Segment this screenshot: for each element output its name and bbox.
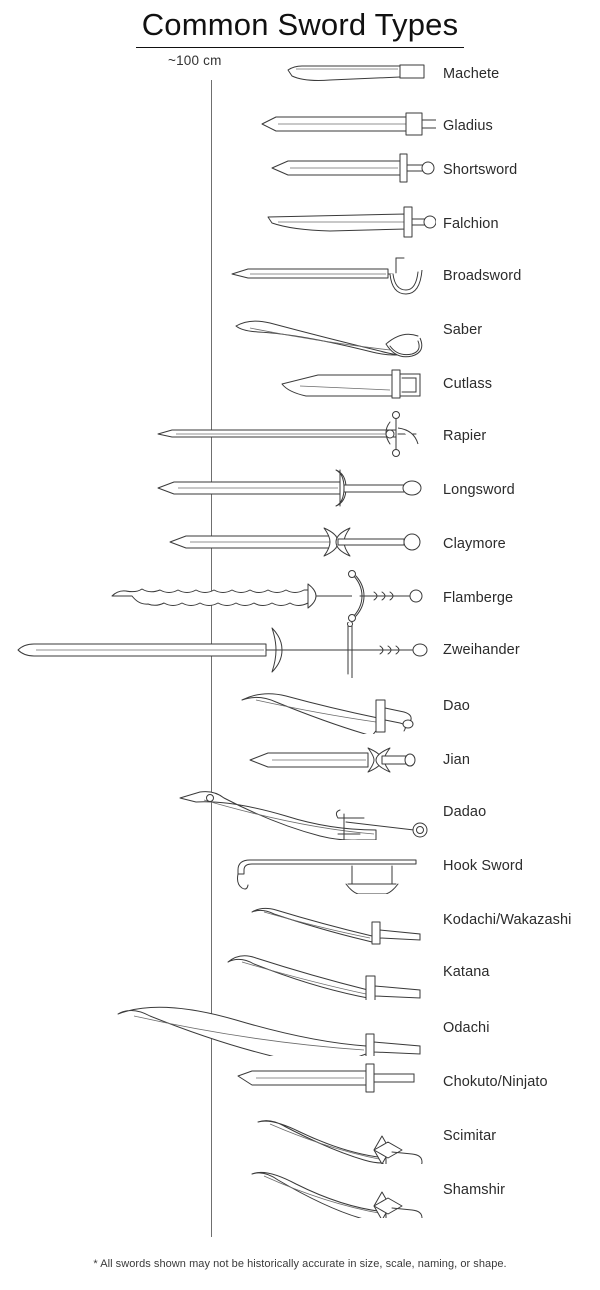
- sword-row: Claymore: [0, 516, 600, 572]
- sword-row: Chokuto/Ninjato: [0, 1054, 600, 1110]
- sword-row: Dadao: [0, 784, 600, 840]
- sword-diagram-saber: [0, 302, 436, 358]
- sword-row: Saber: [0, 302, 600, 358]
- sword-diagram-broadsword: [0, 248, 436, 304]
- sword-row: Scimitar: [0, 1108, 600, 1164]
- sword-row: Gladius: [0, 98, 600, 154]
- sword-diagram-machete: [0, 46, 436, 102]
- sword-diagram-dadao: [0, 784, 436, 840]
- sword-row: Odachi: [0, 1000, 600, 1056]
- sword-row: Flamberge: [0, 570, 600, 626]
- scale-reference-line: [211, 80, 212, 1237]
- sword-diagram-dao: [0, 678, 436, 734]
- sword-diagram-gladius: [0, 98, 436, 154]
- sword-row: Longsword: [0, 462, 600, 518]
- sword-row: Shamshir: [0, 1162, 600, 1218]
- sword-label: Longsword: [443, 482, 515, 498]
- sword-label: Kodachi/Wakazashi: [443, 912, 572, 928]
- sword-label: Odachi: [443, 1020, 490, 1036]
- sword-label: Shortsword: [443, 162, 518, 178]
- page-title-container: Common Sword Types: [0, 6, 600, 48]
- scale-reference-label: ~100 cm: [168, 53, 222, 68]
- sword-label: Saber: [443, 322, 483, 338]
- sword-label: Falchion: [443, 216, 499, 232]
- sword-label: Hook Sword: [443, 858, 523, 874]
- sword-diagram-shortsword: [0, 142, 436, 198]
- sword-diagram-shamshir: [0, 1162, 436, 1218]
- sword-diagram-chokuto-ninjato: [0, 1054, 436, 1110]
- sword-label: Zweihander: [443, 642, 520, 658]
- sword-diagram-katana: [0, 944, 436, 1000]
- sword-diagram-cutlass: [0, 356, 436, 412]
- sword-diagram-zweihander: [0, 622, 436, 678]
- sword-label: Cutlass: [443, 376, 493, 392]
- sword-label: Scimitar: [443, 1128, 497, 1144]
- sword-diagram-flamberge: [0, 570, 436, 626]
- sword-diagram-rapier: [0, 408, 436, 464]
- sword-row: Falchion: [0, 196, 600, 252]
- sword-label: Broadsword: [443, 268, 522, 284]
- sword-label: Dadao: [443, 804, 487, 820]
- sword-row: Jian: [0, 732, 600, 788]
- sword-diagram-kodachi-wakazashi: [0, 892, 436, 948]
- page-title: Common Sword Types: [135, 6, 465, 48]
- sword-label: Gladius: [443, 118, 493, 134]
- sword-label: Shamshir: [443, 1182, 506, 1198]
- sword-row: Broadsword: [0, 248, 600, 304]
- sword-label: Dao: [443, 698, 470, 714]
- sword-row: Zweihander: [0, 622, 600, 678]
- sword-row: Rapier: [0, 408, 600, 464]
- sword-label: Flamberge: [443, 590, 514, 606]
- sword-diagram-hook-sword: [0, 838, 436, 894]
- sword-row: Hook Sword: [0, 838, 600, 894]
- sword-row: Cutlass: [0, 356, 600, 412]
- sword-diagram-falchion: [0, 196, 436, 252]
- sword-label: Chokuto/Ninjato: [443, 1074, 548, 1090]
- sword-row: Shortsword: [0, 142, 600, 198]
- sword-diagram-scimitar: [0, 1108, 436, 1164]
- sword-label: Claymore: [443, 536, 506, 552]
- sword-diagram-longsword: [0, 462, 436, 518]
- sword-row: Katana: [0, 944, 600, 1000]
- sword-label: Rapier: [443, 428, 487, 444]
- sword-row: Machete: [0, 46, 600, 102]
- sword-diagram-claymore: [0, 516, 436, 572]
- footnote: * All swords shown may not be historical…: [93, 1258, 507, 1270]
- sword-diagram-jian: [0, 732, 436, 788]
- sword-label: Jian: [443, 752, 470, 768]
- sword-diagram-odachi: [0, 1000, 436, 1056]
- sword-label: Katana: [443, 964, 490, 980]
- sword-row: Dao: [0, 678, 600, 734]
- sword-label: Machete: [443, 66, 500, 82]
- sword-row: Kodachi/Wakazashi: [0, 892, 600, 948]
